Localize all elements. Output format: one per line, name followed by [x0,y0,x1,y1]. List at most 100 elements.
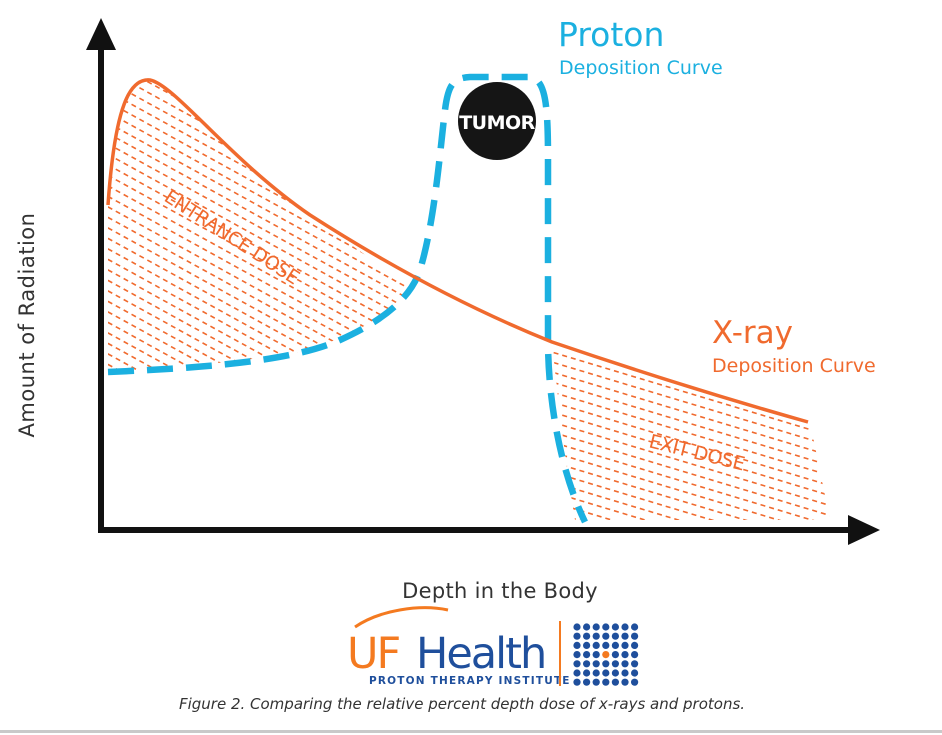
entrance-hatch-line [108,79,410,170]
entrance-hatch-line [108,275,410,372]
logo-dot [592,641,600,650]
entrance-hatch-line [108,338,410,372]
logo-dot [621,623,629,631]
logo-dot [621,651,629,659]
logo-dot [611,669,620,677]
logo-dot [621,669,629,677]
logo-dot [573,660,581,668]
exit-dose-label: EXIT DOSE [647,431,747,476]
logo-dot [611,678,620,686]
logo-dot [592,660,600,668]
entrance-hatch-line [108,79,410,128]
logo-dot [583,632,591,640]
entrance-hatch-line [108,107,410,285]
xray-deposition-curve [106,78,809,424]
entrance-hatch-line [108,79,410,254]
entrance-hatch-line [108,212,410,372]
logo-dot [583,641,591,650]
logo-dot [611,623,620,631]
logo-dot [602,660,610,668]
entrance-hatch-line [108,233,410,372]
uf-health-logo: UF Health PROTON THERAPY INSTITUTE [347,606,639,687]
entrance-hatch-line [108,79,410,201]
exit-hatch-line [552,429,830,520]
entrance-hatch-line [108,79,410,117]
logo-dot [592,632,600,640]
entrance-hatch-line [108,327,410,372]
logo-dot [602,641,610,650]
exit-hatch-line [552,389,830,480]
entrance-hatch-line [108,243,410,372]
logo-dot [631,660,639,668]
exit-hatch-line [552,359,830,450]
logo-dot [602,651,610,659]
exit-hatch-line [552,459,830,520]
logo-dot [592,651,600,659]
proton-title: Proton [558,15,664,54]
entrance-hatch-line [108,317,410,372]
entrance-hatch-line [108,79,410,212]
entrance-hatch-line [108,149,410,327]
proton-deposition-curve [107,73,588,524]
exit-hatch-line [552,419,830,510]
logo-dot [583,651,591,659]
logo-dot [583,623,591,631]
entrance-hatch-line [108,201,410,372]
xray-title: X-ray [712,315,793,351]
x-axis-arrow-icon [848,515,880,545]
exit-hatch-line [552,479,830,520]
logo-dot-grid-icon [573,623,639,686]
proton-subtitle: Deposition Curve [559,57,723,79]
entrance-hatch-line [108,79,410,149]
logo-dot [573,623,581,631]
exit-hatch-line [552,379,830,470]
entrance-hatch-line [108,79,410,191]
logo-dot [621,632,629,640]
entrance-dose-hatching [108,79,410,372]
logo-dot [583,660,591,668]
exit-hatch-line [552,369,830,460]
xray-subtitle: Deposition Curve [712,355,876,377]
logo-dot [602,678,610,686]
exit-hatch-line [552,469,830,520]
entrance-hatch-line [108,264,410,372]
bottom-divider [0,730,942,733]
logo-dot [592,669,600,677]
logo-dot [631,632,639,640]
exit-hatch-line [552,449,830,520]
logo-dot [602,669,610,677]
logo-dot [631,669,639,677]
entrance-hatch-line [108,369,410,372]
exit-hatch-line [552,399,830,490]
logo-dot [611,660,620,668]
exit-hatch-line [552,409,830,500]
entrance-hatch-line [108,180,410,359]
exit-hatch-line [545,530,840,619]
logo-health-text: Health [416,629,545,679]
entrance-hatch-line [108,79,410,233]
exit-hatch-line [552,349,830,440]
entrance-hatch-line [108,79,410,243]
logo-arc-icon [354,606,449,629]
entrance-hatch-line [108,222,410,372]
logo-uf-text: UF [347,629,399,679]
tumor-icon [458,82,536,160]
logo-dot [631,678,639,686]
entrance-hatch-line [108,191,410,369]
entrance-hatch-line [108,159,410,338]
entrance-hatch-line [108,79,410,138]
logo-dot [611,632,620,640]
entrance-hatch-line [108,254,410,372]
logo-dot [611,641,620,650]
entrance-hatch-line [108,296,410,372]
logo-dot [592,678,600,686]
logo-dot [573,632,581,640]
exit-hatch-line [552,489,830,520]
logo-dot [583,678,591,686]
logo-dot [631,641,639,650]
axes [86,18,880,545]
entrance-hatch-line [108,79,410,222]
logo-institute-text: PROTON THERAPY INSTITUTE [369,675,571,687]
logo-dot [602,623,610,631]
exit-hatch-line [552,499,830,520]
